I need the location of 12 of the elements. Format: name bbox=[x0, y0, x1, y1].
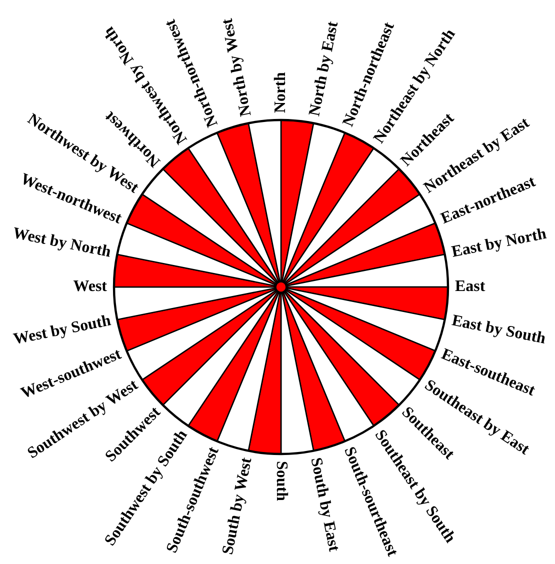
direction-label: North by West bbox=[218, 17, 256, 118]
direction-label: East bbox=[455, 278, 486, 296]
direction-label: South by East bbox=[306, 456, 342, 553]
direction-label: South by West bbox=[219, 456, 256, 556]
direction-label: West bbox=[73, 278, 107, 296]
direction-label: West by South bbox=[12, 312, 112, 350]
direction-label: West by North bbox=[10, 224, 112, 262]
direction-label: South bbox=[272, 461, 290, 502]
direction-label: East by North bbox=[450, 226, 548, 262]
direction-label: North by East bbox=[306, 20, 342, 118]
direction-label: East by South bbox=[450, 312, 547, 348]
direction-label: North bbox=[272, 72, 290, 113]
